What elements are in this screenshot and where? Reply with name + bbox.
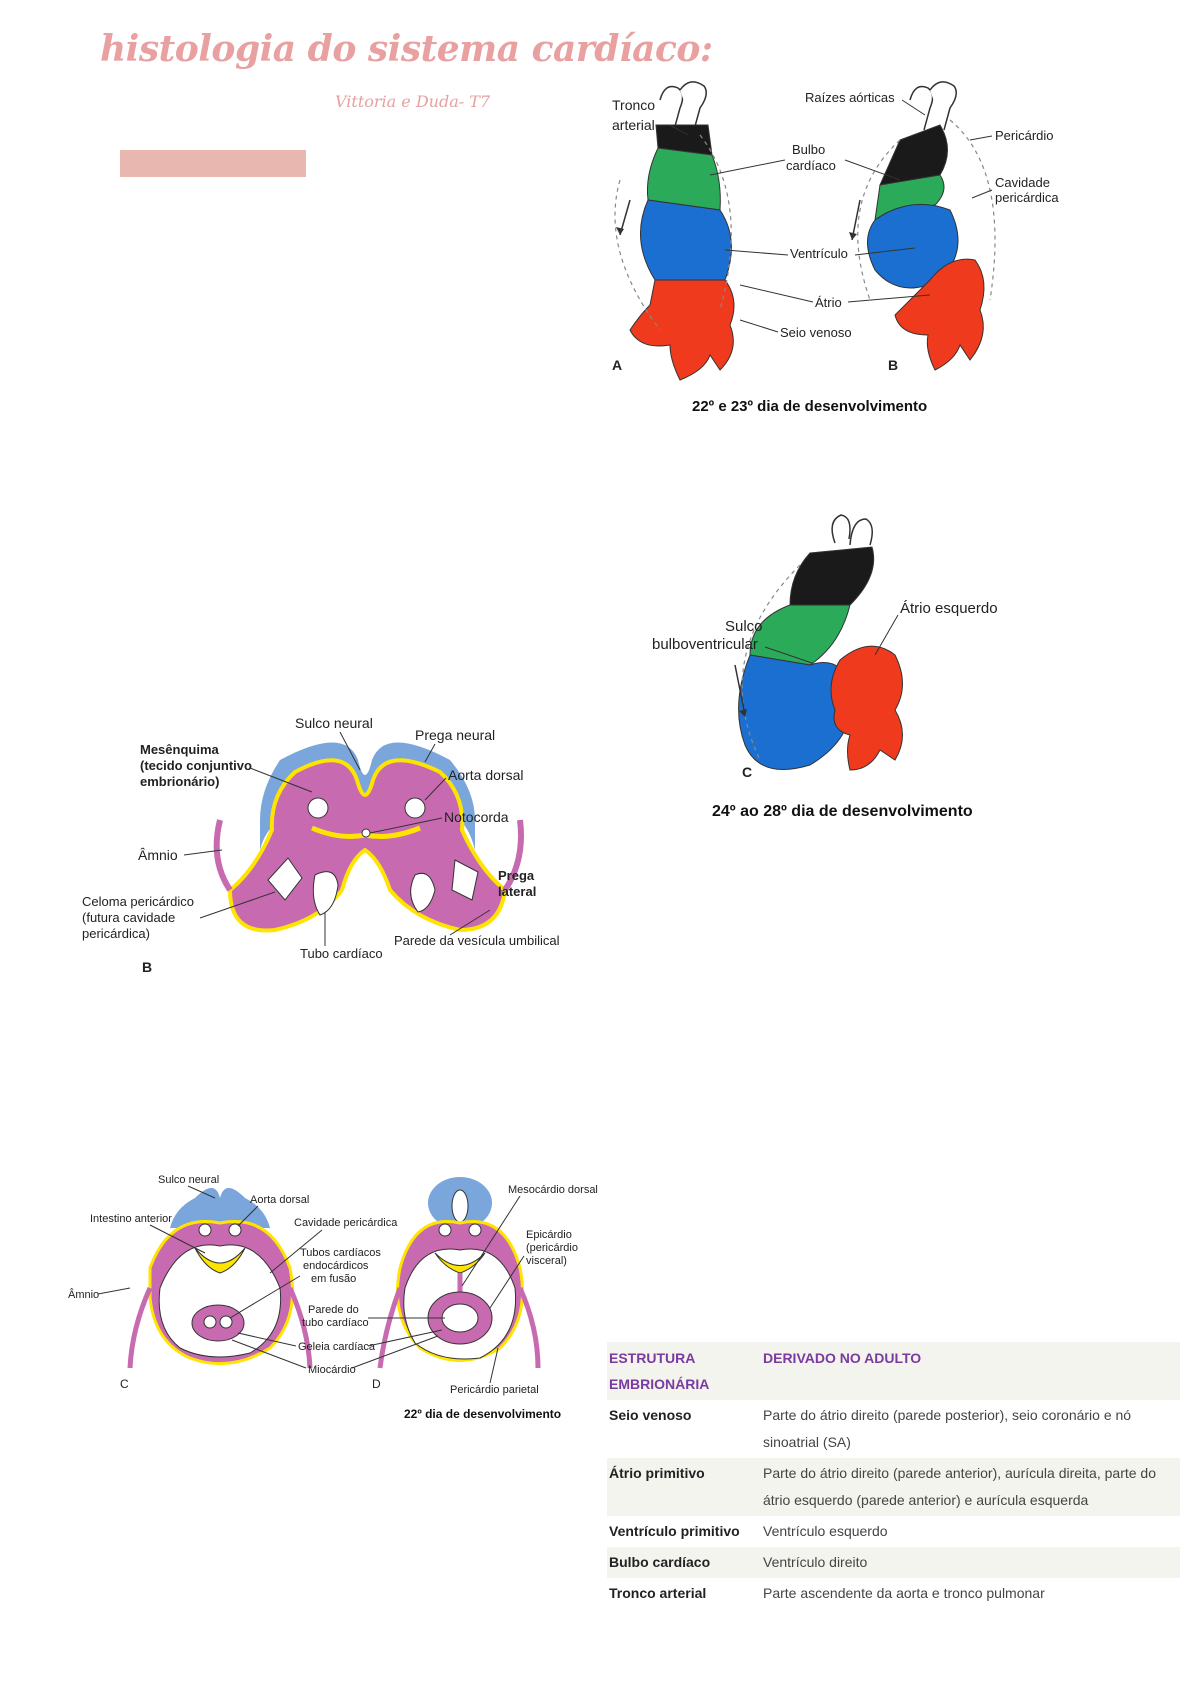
authors: Vittoria e Duda- T7 <box>335 92 491 111</box>
table-cell: Bulbo cardíaco <box>607 1547 761 1578</box>
label-prega-neural: Prega neural <box>415 727 495 743</box>
label-cardiaco: cardíaco <box>786 158 836 173</box>
table-cell: Átrio primitivo <box>607 1458 761 1516</box>
heart-a <box>614 81 735 381</box>
table-cell: Tronco arterial <box>609 1585 707 1601</box>
label-seio: Seio venoso <box>780 325 852 340</box>
label-geleia-cardiaca: Geleia cardíaca <box>298 1341 376 1353</box>
transverse-section-b-figure: Sulco neural Prega neural Mesênquima (te… <box>82 715 560 975</box>
label-celoma-1: Celoma pericárdico <box>82 894 194 909</box>
label-mesenquima-1: Mesênquima <box>140 742 220 757</box>
label-d: D <box>372 1377 381 1391</box>
caption-c: 24º ao 28º dia de desenvolvimento <box>712 803 973 820</box>
table-cell: Parte do átrio direito (parede posterior… <box>763 1407 1132 1450</box>
label-sulco: Sulco <box>725 618 763 635</box>
label-tubos-2: endocárdicos <box>303 1260 369 1272</box>
label-amnio: Âmnio <box>138 847 178 863</box>
label-c: C <box>120 1377 129 1391</box>
highlight-bar <box>120 150 306 177</box>
section-d <box>377 1177 541 1369</box>
label-mesenquima-3: embrionário) <box>140 774 219 789</box>
label-parede-vesicula: Parede da vesícula umbilical <box>394 933 560 948</box>
label-tronco: Tronco <box>612 97 655 113</box>
label-c: C <box>742 764 752 780</box>
label-c-sulco-neural: Sulco neural <box>158 1174 219 1186</box>
label-pericardio-parietal: Pericárdio parietal <box>450 1384 539 1396</box>
table-row: Bulbo cardíaco Ventrículo direito <box>607 1547 1180 1578</box>
table-row: Tronco arterial Parte ascendente da aort… <box>607 1578 1180 1609</box>
table-cell: Ventrículo direito <box>761 1547 1180 1578</box>
label-bulboventricular: bulboventricular <box>652 636 758 653</box>
label-atrio-esquerdo: Átrio esquerdo <box>900 600 998 617</box>
label-miocardio: Miocárdio <box>308 1364 356 1376</box>
table-cell: Ventrículo esquerdo <box>763 1523 888 1539</box>
label-tubos-1: Tubos cardíacos <box>300 1247 381 1259</box>
label-parede-2: tubo cardíaco <box>302 1317 369 1329</box>
label-intestino-anterior: Intestino anterior <box>90 1213 172 1225</box>
label-sulco-neural: Sulco neural <box>295 715 373 731</box>
table-row: Ventrículo primitivo Ventrículo esquerdo <box>607 1516 1180 1547</box>
label-tubo-cardiaco: Tubo cardíaco <box>300 946 383 961</box>
label-b: B <box>888 357 898 373</box>
heart-b <box>849 81 996 371</box>
label-tubos-3: em fusão <box>311 1273 356 1285</box>
heart-loop-c-figure: Átrio esquerdo Sulco bulboventricular C … <box>652 514 998 820</box>
label-prega-2: lateral <box>498 884 536 899</box>
label-aorta-dorsal: Aorta dorsal <box>448 767 523 783</box>
label-cavidade: Cavidade <box>995 175 1050 190</box>
label-arterial: arterial <box>612 117 655 133</box>
table-cell: Parte do átrio direito (parede anterior)… <box>761 1458 1180 1516</box>
label-notocorda: Notocorda <box>444 809 509 825</box>
derivatives-table: ESTRUTURA EMBRIONÁRIA DERIVADO NO ADULTO… <box>607 1342 1180 1609</box>
label-epicardio-3: visceral) <box>526 1255 567 1267</box>
label-epicardio-1: Epicárdio <box>526 1229 572 1241</box>
table-cell: Parte ascendente da aorta e tronco pulmo… <box>763 1585 1045 1601</box>
label-cavidade-pericardica: Cavidade pericárdica <box>294 1217 398 1229</box>
label-mesenquima-2: (tecido conjuntivo <box>140 758 252 773</box>
label-c-amnio: Âmnio <box>68 1288 99 1301</box>
label-parede-1: Parede do <box>308 1304 359 1316</box>
table-row: Átrio primitivo Parte do átrio direito (… <box>607 1458 1180 1516</box>
table-header-derivado: DERIVADO NO ADULTO <box>761 1342 1180 1400</box>
table-row: Seio venoso Parte do átrio direito (pare… <box>607 1400 1180 1458</box>
table-cell: Ventrículo primitivo <box>609 1523 740 1539</box>
label-ventriculo: Ventrículo <box>790 246 848 261</box>
page-title: histologia do sistema cardíaco: <box>100 28 713 70</box>
table-header-row: ESTRUTURA EMBRIONÁRIA DERIVADO NO ADULTO <box>607 1342 1180 1400</box>
label-c-aorta-dorsal: Aorta dorsal <box>250 1194 309 1206</box>
label-raizes: Raízes aórticas <box>805 90 895 105</box>
caption-cd: 22º dia de desenvolvimento <box>404 1407 561 1421</box>
label-mesocardio-dorsal: Mesocárdio dorsal <box>508 1184 598 1196</box>
label-pericardio: Pericárdio <box>995 128 1054 143</box>
label-bulbo: Bulbo <box>792 142 825 157</box>
heart-tube-ab-figure: Tronco arterial Bulbo cardíaco Ventrícul… <box>612 81 1059 415</box>
caption-ab: 22º e 23º dia de desenvolvimento <box>692 398 927 415</box>
label-b: B <box>142 959 152 975</box>
label-celoma-3: pericárdica) <box>82 926 150 941</box>
label-a: A <box>612 357 622 373</box>
table-header-estrutura: ESTRUTURA EMBRIONÁRIA <box>607 1342 761 1400</box>
label-prega-1: Prega <box>498 868 535 883</box>
table-cell: Seio venoso <box>609 1407 692 1423</box>
label-atrio: Átrio <box>815 295 842 310</box>
label-celoma-2: (futura cavidade <box>82 910 175 925</box>
label-epicardio-2: (pericárdio <box>526 1242 578 1254</box>
section-c <box>127 1188 313 1369</box>
label-pericardica: pericárdica <box>995 190 1059 205</box>
sections-cd-figure: Sulco neural Aorta dorsal Intestino ante… <box>68 1174 598 1421</box>
